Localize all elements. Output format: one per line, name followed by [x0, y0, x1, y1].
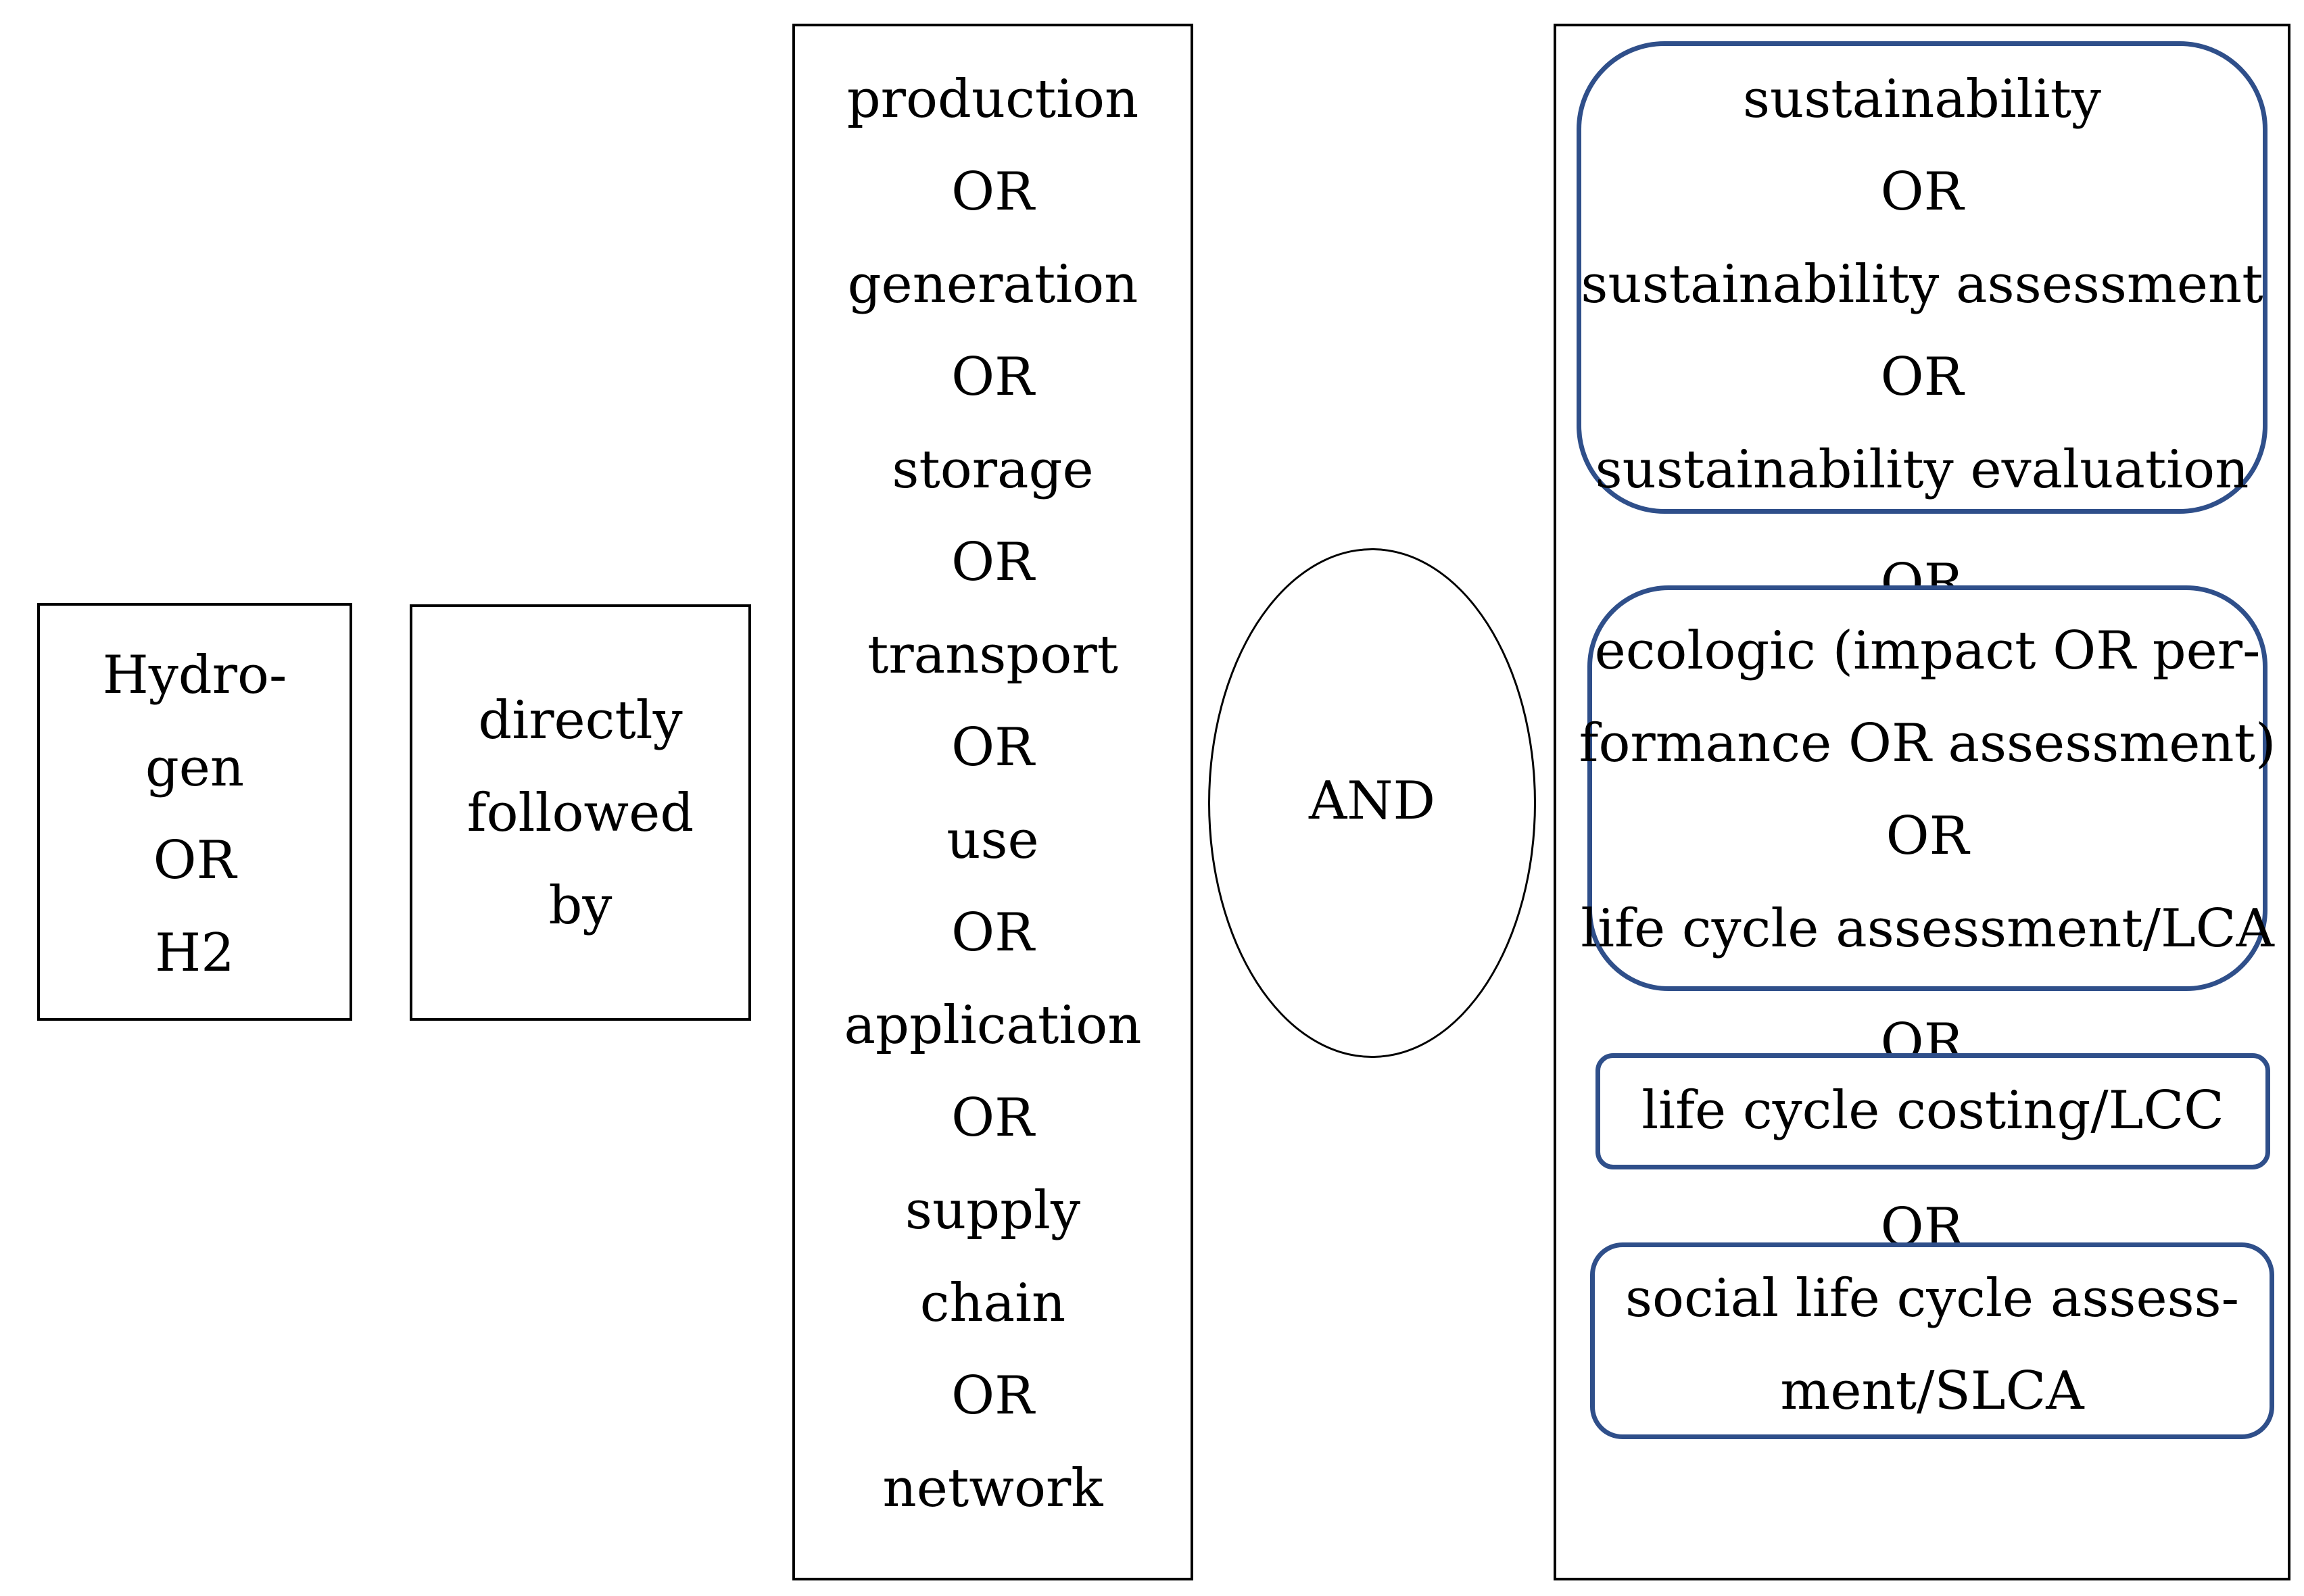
or-operator: OR: [1880, 347, 1964, 408]
or-operator: OR: [951, 717, 1034, 778]
and-operator-ellipse: AND: [1208, 548, 1536, 1058]
ecologic-term: ecologic (impact OR per-: [1594, 621, 2261, 681]
h2-line: H2: [155, 923, 235, 984]
or-operator: OR: [951, 902, 1034, 963]
hydrogen-box: Hydro- gen OR H2: [37, 603, 352, 1021]
slca-term: ment/SLCA: [1780, 1361, 2084, 1422]
lcc-term: life cycle costing/LCC: [1641, 1080, 2224, 1141]
activity-term: storage: [892, 439, 1094, 500]
sustainability-group: sustainability OR sustainability assessm…: [1577, 41, 2267, 514]
assessment-box: sustainability OR sustainability assessm…: [1554, 24, 2290, 1580]
activities-box: production OR generation OR storage OR t…: [792, 24, 1193, 1580]
or-operator: OR: [1880, 162, 1964, 222]
slca-term: social life cycle assess-: [1625, 1268, 2240, 1329]
hydrogen-line: Hydro-: [102, 645, 287, 706]
activity-term: production: [846, 69, 1139, 130]
activity-term: chain: [919, 1273, 1066, 1334]
lcc-group: life cycle costing/LCC: [1595, 1053, 2270, 1169]
sustainability-term: sustainability assessment: [1581, 254, 2263, 315]
or-operator: OR: [1886, 806, 1969, 867]
followed-by-box: directly followed by: [410, 604, 751, 1021]
ecologic-term: formance OR assessment): [1579, 713, 2276, 774]
hydrogen-or: OR: [153, 830, 237, 891]
lca-term: life cycle assessment/LCA: [1581, 898, 2274, 959]
or-operator: OR: [951, 1365, 1034, 1426]
or-operator: OR: [951, 347, 1034, 408]
followed-by-line: followed: [466, 783, 694, 844]
activity-term: generation: [847, 254, 1138, 315]
sustainability-term: sustainability evaluation: [1595, 439, 2249, 500]
activity-term: use: [946, 810, 1039, 871]
followed-by-line: by: [548, 875, 613, 936]
hydrogen-line: gen: [145, 737, 245, 798]
sustainability-term: sustainability: [1742, 69, 2101, 130]
and-label: AND: [1308, 770, 1436, 831]
followed-by-line: directly: [478, 690, 683, 751]
or-operator: OR: [951, 1088, 1034, 1148]
activity-term: application: [844, 995, 1142, 1056]
activity-term: supply: [905, 1180, 1081, 1241]
or-operator: OR: [951, 532, 1034, 593]
activity-term: transport: [867, 625, 1118, 685]
ecologic-group: ecologic (impact OR per- formance OR ass…: [1579, 585, 2276, 991]
slca-group: social life cycle assess- ment/SLCA: [1590, 1242, 2274, 1439]
activity-term: network: [882, 1458, 1103, 1519]
or-operator: OR: [951, 162, 1034, 222]
